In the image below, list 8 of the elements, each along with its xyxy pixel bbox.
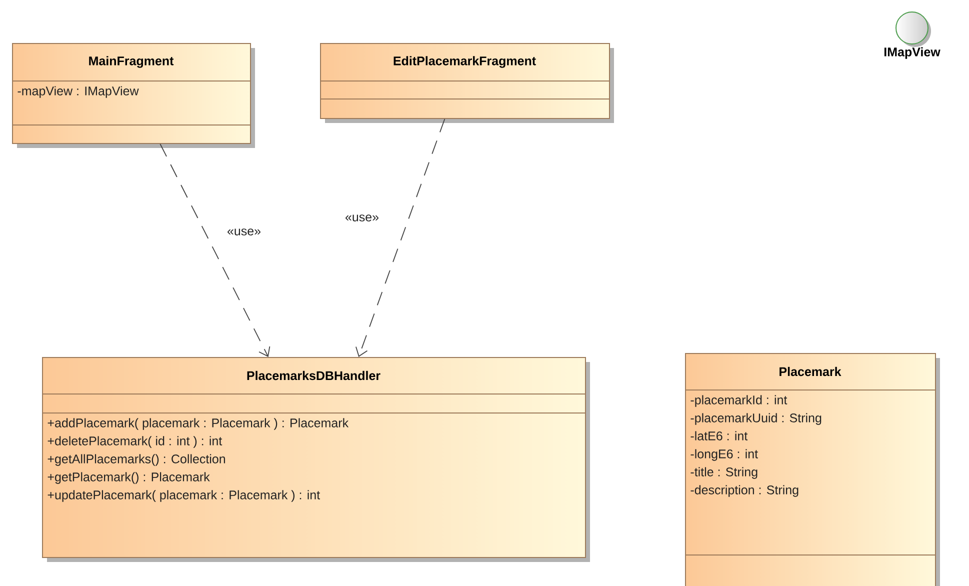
- edge-label: «use»: [344, 214, 380, 222]
- class-box: Placemark -placemarkId : int -placemarkUuid : String -latE6 : int -longE6 : int -title : String -description : String: [684, 353, 940, 586]
- edge-label: «use»: [226, 228, 262, 236]
- dependency-arrow: [356, 118, 446, 357]
- dependency-arrow: [160, 144, 270, 357]
- class-box: EditPlacemarkFragment: [320, 43, 614, 123]
- class-box: MainFragment -mapView : IMapView: [12, 43, 255, 148]
- class-box: PlacemarksDBHandler +addPlacemark( placemark : Placemark ) : Placemark +deletePlacemark( id : int ) : int +getAllPlacemarks() : Collection +getPlacemark() : Placemark +updatePlacemark( placemark : Placemark ) : int: [42, 357, 590, 562]
